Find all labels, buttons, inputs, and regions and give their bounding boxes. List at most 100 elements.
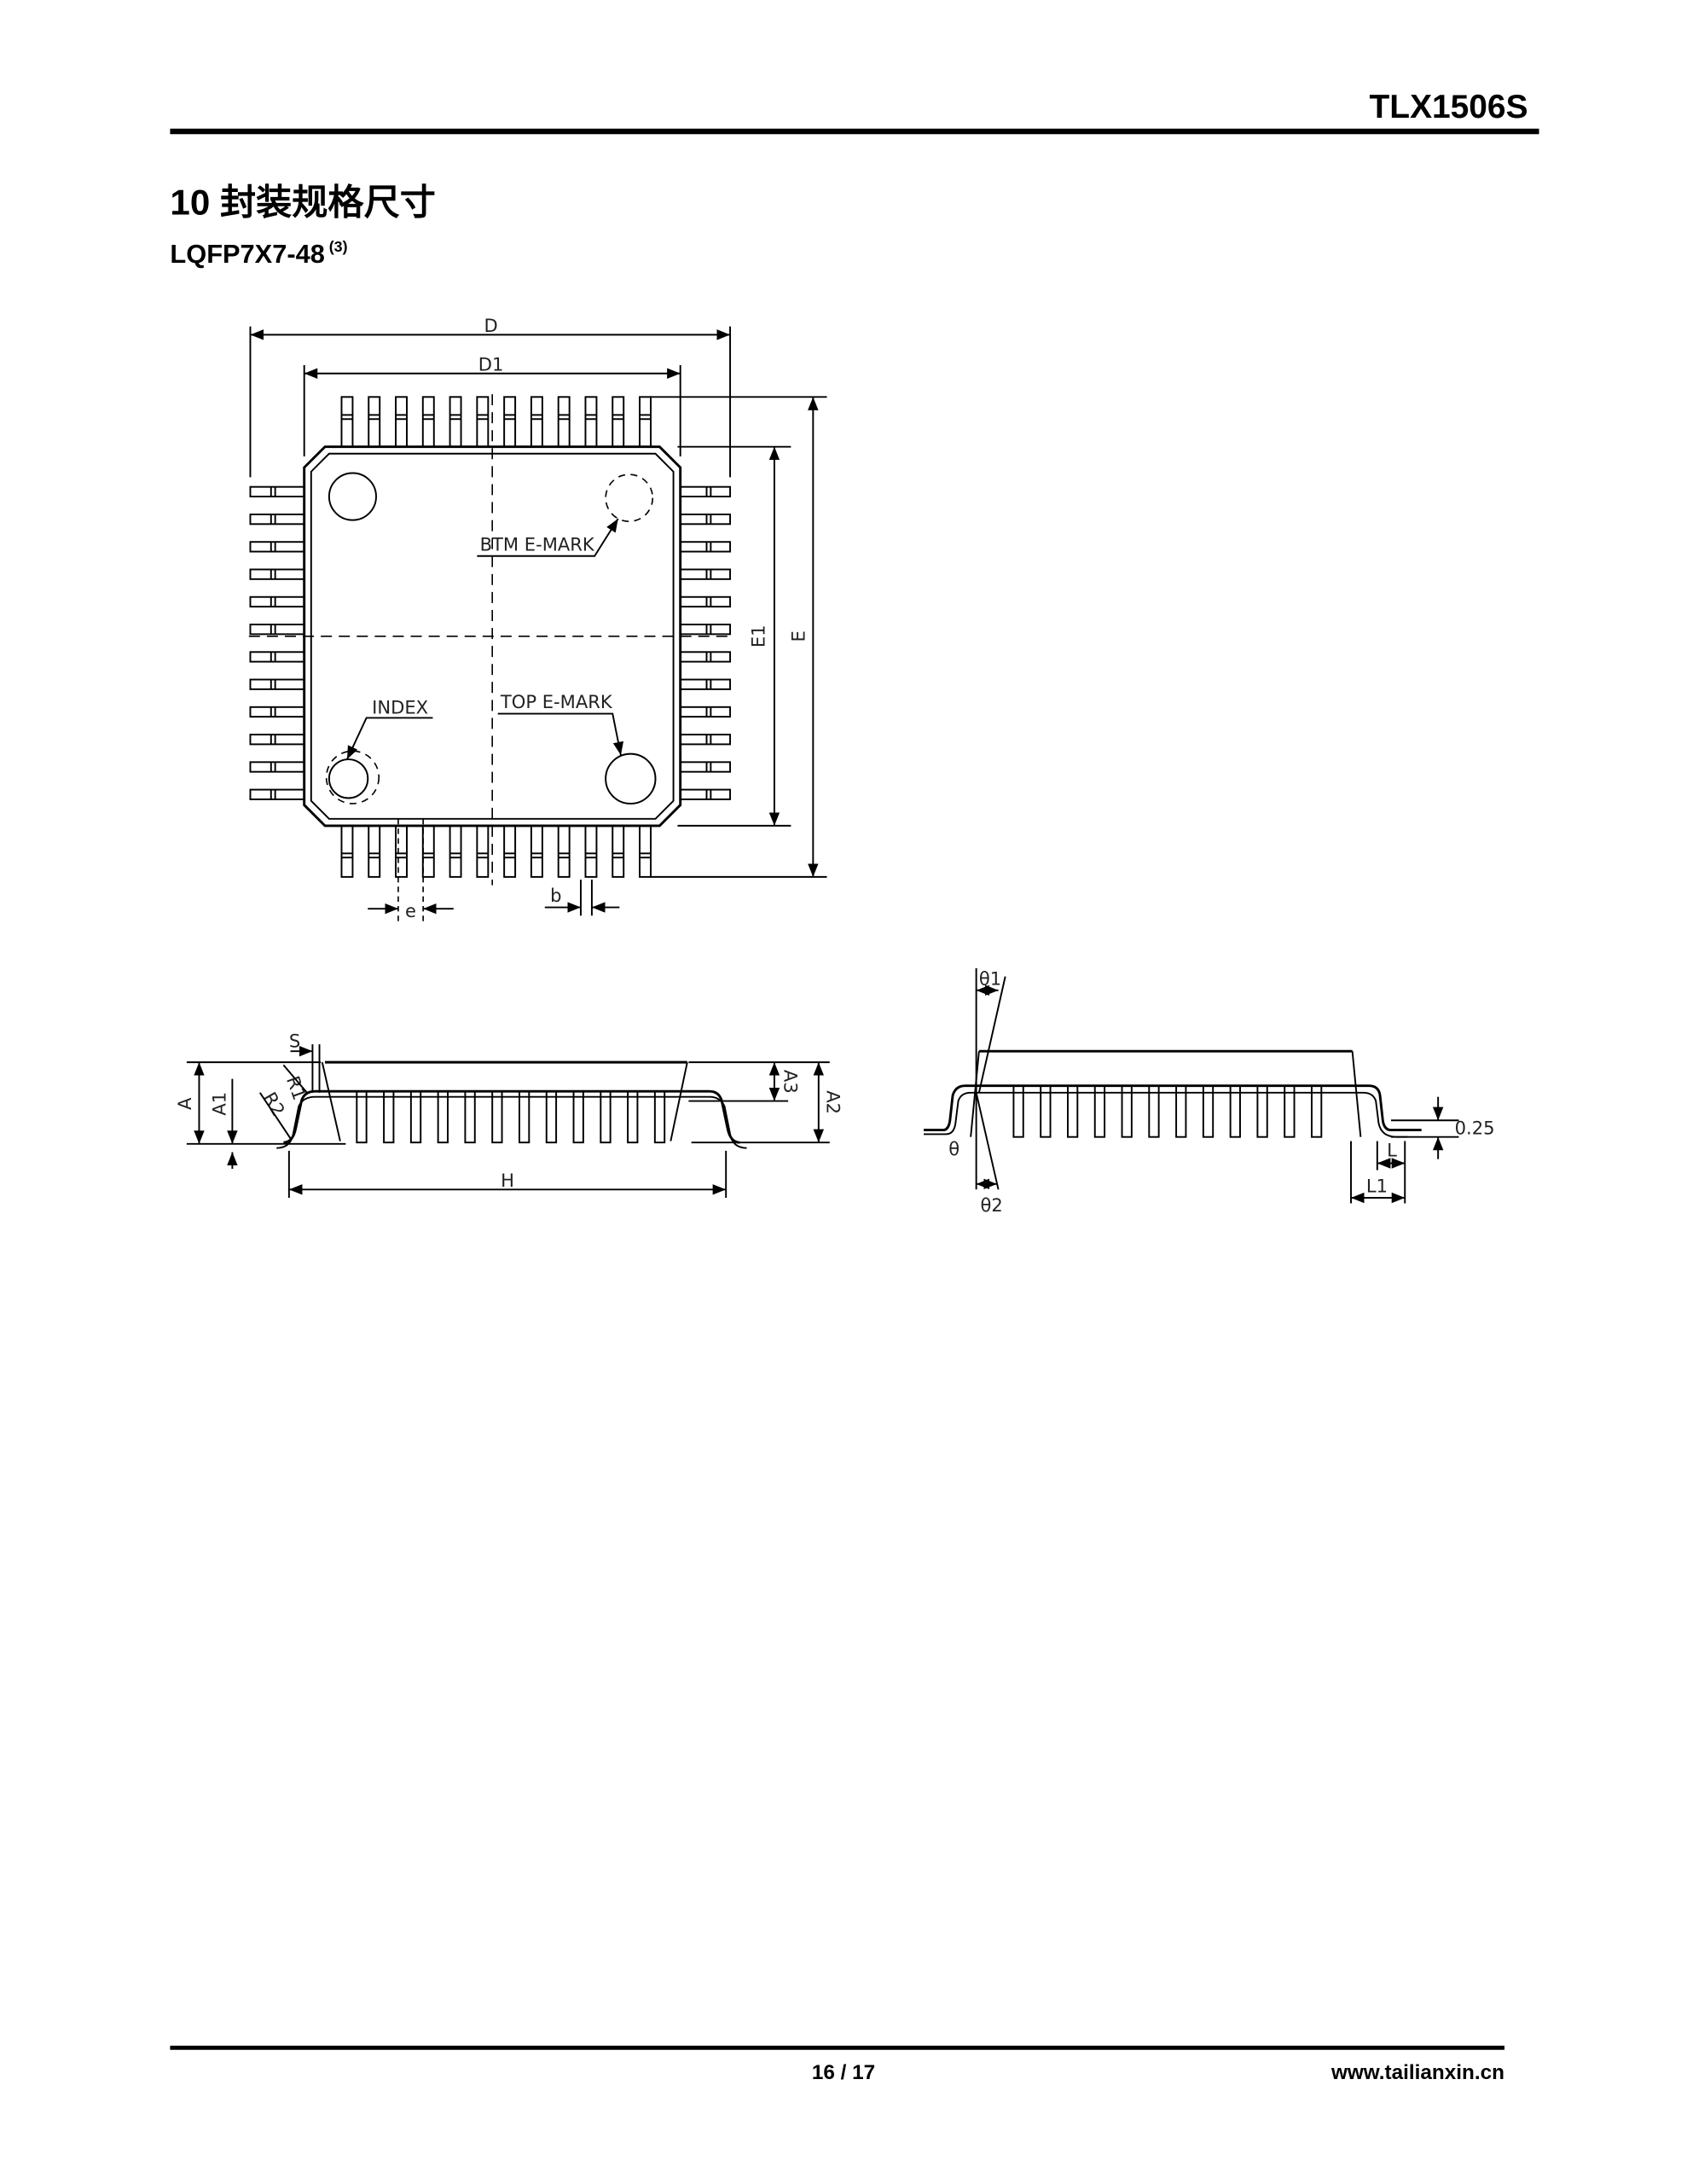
pin-right: [679, 541, 732, 553]
pin-bottom: [340, 824, 354, 878]
note-reference: (3): [329, 238, 348, 255]
index-leader: [346, 717, 433, 760]
pin-top: [557, 396, 571, 448]
pin-right: [679, 568, 732, 580]
pin-top: [584, 396, 598, 448]
pin-top: [612, 396, 625, 448]
dim-h-label: H: [501, 1170, 514, 1191]
pin-left: [249, 788, 305, 800]
end-leads: [1012, 1084, 1323, 1138]
package-body-outline: [303, 445, 682, 828]
pin-top: [476, 396, 490, 448]
side-lead: [383, 1090, 395, 1144]
pin-right: [679, 706, 732, 718]
end-body-right: [1351, 1051, 1362, 1137]
index-circle: [328, 758, 369, 799]
side-lead: [491, 1090, 503, 1144]
end-lead-outer: [924, 1084, 1422, 1132]
dim-b-label: b: [550, 885, 561, 906]
end-body-left: [970, 1051, 980, 1137]
dim-e1-label: E1: [748, 624, 769, 648]
side-leads: [356, 1090, 666, 1144]
pin-top: [449, 396, 462, 448]
website-link[interactable]: www.tailianxin.cn: [1330, 2061, 1504, 2084]
pin-top: [530, 396, 543, 448]
dim-l1-label: L1: [1366, 1176, 1388, 1197]
pin-bottom: [503, 824, 517, 878]
pin-bottom: [449, 824, 462, 878]
side-lead: [653, 1090, 666, 1144]
btm-emark-leader: [477, 518, 619, 557]
dim-a3-label: A3: [780, 1070, 801, 1094]
dim-d1-label: D1: [478, 354, 504, 375]
pin-right: [679, 485, 732, 498]
package-top-view: BTM E-MARK INDEX TOP E-MARK D D1 E1 E e: [248, 315, 827, 921]
end-lead: [1175, 1084, 1187, 1138]
pin-bottom: [395, 824, 408, 878]
end-lead: [1284, 1084, 1296, 1138]
pin-bottom: [476, 824, 490, 878]
pin-left: [249, 761, 305, 773]
pin-left: [249, 651, 305, 663]
top-emark-label: TOP E-MARK: [500, 691, 613, 712]
end-lead-inner: [924, 1091, 1408, 1138]
end-lead: [1310, 1084, 1323, 1138]
dim-l-label: L: [1387, 1139, 1397, 1160]
dim-r2-leader: [259, 1092, 292, 1139]
end-lead: [1093, 1084, 1106, 1138]
end-lead: [1040, 1084, 1052, 1138]
pin-top: [395, 396, 408, 448]
dim-r1-leader: [282, 1064, 308, 1094]
btm-emark-label: BTM E-MARK: [480, 533, 595, 555]
side-lead: [572, 1090, 584, 1144]
end-lead: [1066, 1084, 1079, 1138]
pin-bottom: [612, 824, 625, 878]
side-lead: [437, 1090, 449, 1144]
body-right-draft: [670, 1061, 688, 1141]
package-body-inner: [310, 452, 675, 820]
package-name-text: LQFP7X7-48: [170, 239, 324, 269]
top-emark-circle: [605, 752, 657, 804]
index-label: INDEX: [372, 697, 428, 718]
pin-bottom: [557, 824, 571, 878]
pin-right: [679, 761, 732, 773]
pin-left: [249, 678, 305, 690]
pin-bottom: [421, 824, 435, 878]
lead-form-outer: [283, 1089, 740, 1144]
pin-left: [249, 568, 305, 580]
dim-s-label: S: [289, 1030, 300, 1051]
pin-top: [368, 396, 381, 448]
dim-e-label: E: [788, 630, 809, 642]
pin-right: [679, 678, 732, 690]
pin-right: [679, 595, 732, 608]
side-lead: [627, 1090, 639, 1144]
side-lead: [464, 1090, 476, 1144]
pin-left: [249, 513, 305, 526]
footer-rule: [170, 2045, 1504, 2050]
pin-bottom: [639, 824, 652, 878]
package-end-view: θ1 θ θ2 0.25 L L1: [924, 967, 1495, 1216]
end-lead: [1202, 1084, 1215, 1138]
package-name: LQFP7X7-48 (3): [170, 238, 347, 269]
side-lead: [600, 1090, 612, 1144]
btm-emark-circle: [605, 473, 654, 523]
end-lead: [1256, 1084, 1268, 1138]
pin-right: [679, 788, 732, 800]
dim-a2-label: A2: [823, 1090, 844, 1114]
top-emark-leader: [497, 712, 624, 756]
pin-top: [421, 396, 435, 448]
side-lead: [545, 1090, 558, 1144]
theta2-label: θ2: [981, 1194, 1003, 1216]
page-number: 16 / 17: [812, 2061, 875, 2084]
end-lead: [1012, 1084, 1024, 1138]
section-title: 10 封装规格尺寸: [170, 182, 435, 222]
dim-d-label: D: [484, 315, 497, 336]
end-lead: [1121, 1084, 1133, 1138]
body-left-draft: [321, 1061, 341, 1141]
side-lead: [356, 1090, 368, 1144]
pin-left: [249, 595, 305, 608]
pin-bottom: [584, 824, 598, 878]
pin-bottom: [530, 824, 543, 878]
pin-left: [249, 706, 305, 718]
